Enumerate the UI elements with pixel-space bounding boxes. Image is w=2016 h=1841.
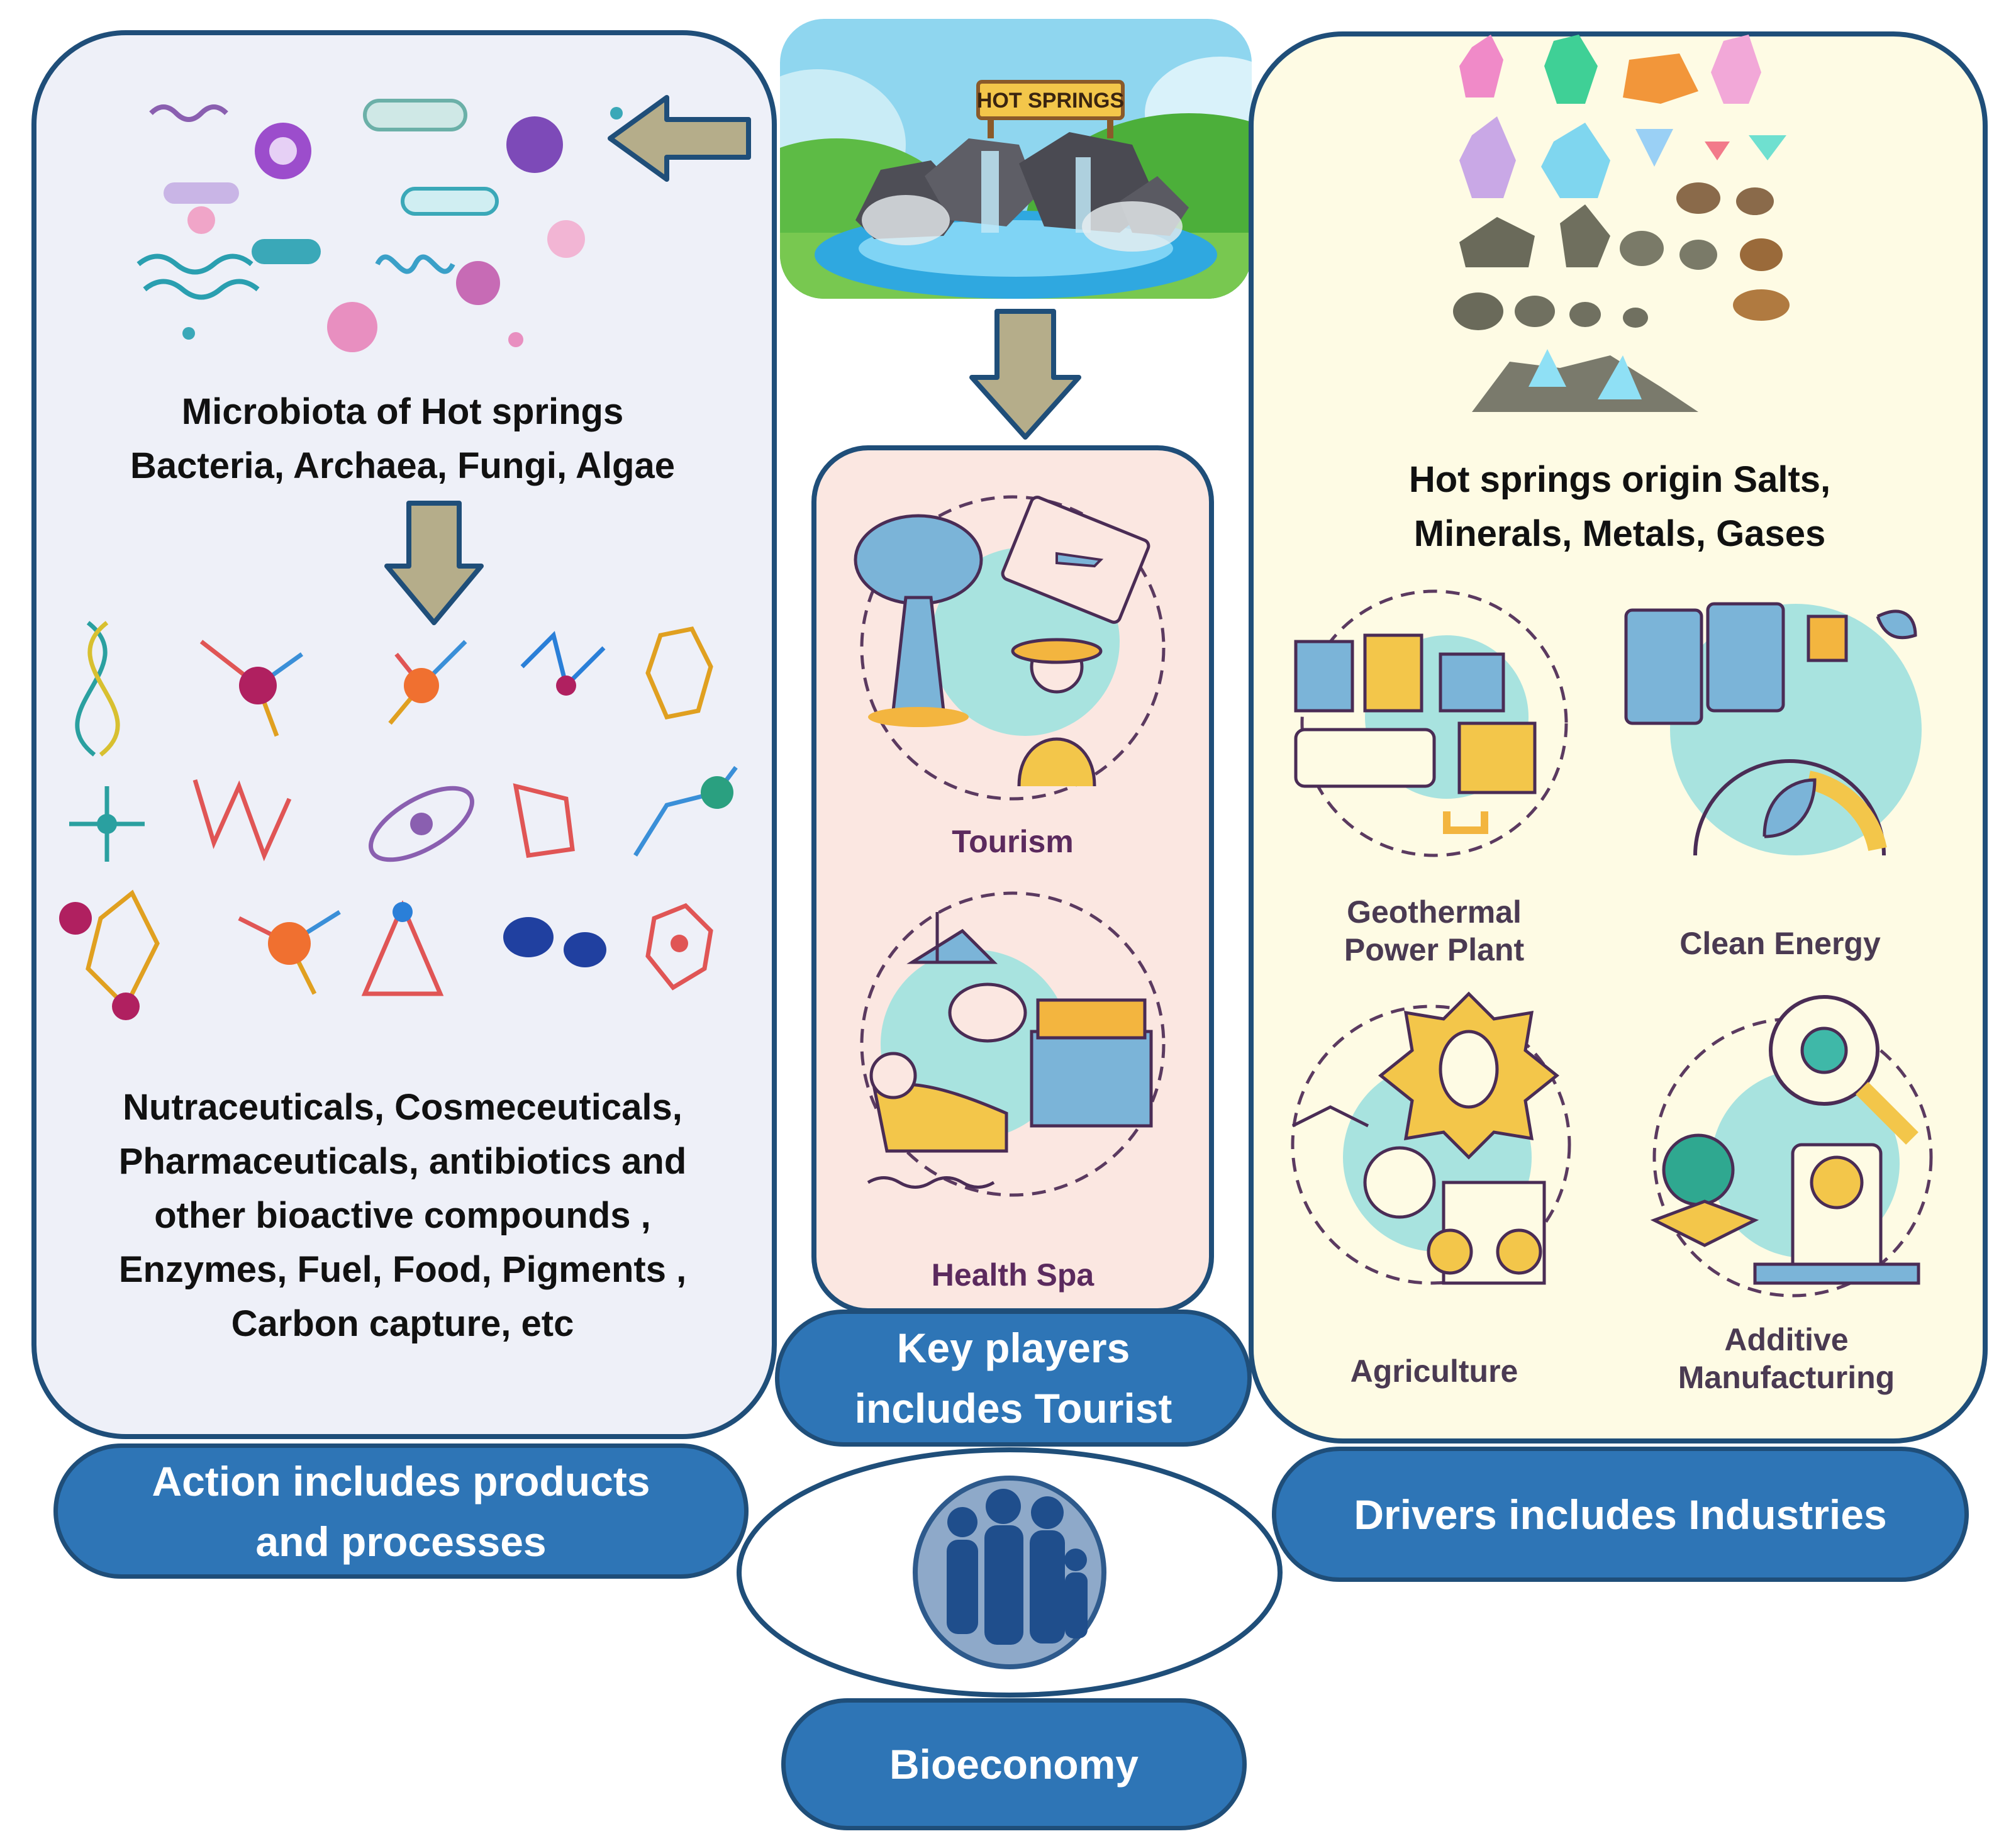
bioeconomy-pill: Bioeconomy bbox=[781, 1698, 1247, 1830]
agriculture-icon bbox=[1291, 991, 1571, 1285]
tourism-icon bbox=[854, 495, 1166, 801]
resources-line-1: Hot springs origin Salts, bbox=[1408, 459, 1831, 500]
action-pill-line-1: Action includes products bbox=[152, 1457, 650, 1505]
down-arrow-center bbox=[969, 309, 1081, 440]
hot-springs-sign-text: HOT SPRINGS bbox=[977, 89, 1124, 113]
geothermal-label-1: Geothermal bbox=[1347, 894, 1522, 930]
products-line-5: Carbon capture, etc bbox=[231, 1303, 574, 1344]
health-spa-label: Health Spa bbox=[931, 1257, 1094, 1293]
products-line-3: other bioactive compounds , bbox=[154, 1195, 651, 1236]
microbiota-title: Microbiota of Hot springs bbox=[181, 391, 624, 432]
additive-label-1: Additive bbox=[1724, 1322, 1849, 1357]
microbes-illustration bbox=[136, 99, 623, 352]
people-silhouette-icon bbox=[947, 1489, 1088, 1645]
products-line-1: Nutraceuticals, Cosmeceuticals, bbox=[123, 1087, 682, 1128]
left-arrow bbox=[608, 95, 751, 182]
drivers-pill: Drivers includes Industries bbox=[1272, 1447, 1969, 1582]
agriculture-label: Agriculture bbox=[1350, 1354, 1518, 1389]
minerals-illustration bbox=[1453, 35, 1790, 412]
key-players-line-1: Key players bbox=[896, 1325, 1130, 1371]
action-pill-line-2: and processes bbox=[255, 1518, 547, 1565]
geothermal-label-2: Power Plant bbox=[1344, 932, 1525, 967]
bioeconomy-ellipse bbox=[737, 1447, 1283, 1698]
action-pill: Action includes products and processes bbox=[53, 1443, 749, 1579]
tourism-label: Tourism bbox=[952, 824, 1074, 859]
additive-manufacturing-icon bbox=[1650, 995, 1933, 1298]
products-line-4: Enzymes, Fuel, Food, Pigments , bbox=[118, 1249, 687, 1290]
health-spa-icon bbox=[860, 891, 1166, 1197]
clean-energy-icon bbox=[1624, 602, 1922, 856]
left-panel bbox=[31, 30, 777, 1439]
resources-line-2: Minerals, Metals, Gases bbox=[1413, 513, 1826, 554]
clean-energy-label: Clean Energy bbox=[1679, 926, 1881, 961]
products-line-2: Pharmaceuticals, antibiotics and bbox=[118, 1141, 687, 1182]
geothermal-icon bbox=[1294, 589, 1568, 857]
microbiota-groups: Bacteria, Archaea, Fungi, Algae bbox=[130, 445, 675, 486]
down-arrow-left bbox=[384, 501, 484, 625]
key-players-pill: Key players includes Tourist bbox=[775, 1310, 1252, 1447]
hot-springs-scene: HOT SPRINGS bbox=[780, 19, 1252, 299]
additive-label-2: Manufacturing bbox=[1678, 1360, 1895, 1395]
key-players-line-2: includes Tourist bbox=[854, 1385, 1172, 1432]
molecules-illustration bbox=[59, 621, 738, 1020]
